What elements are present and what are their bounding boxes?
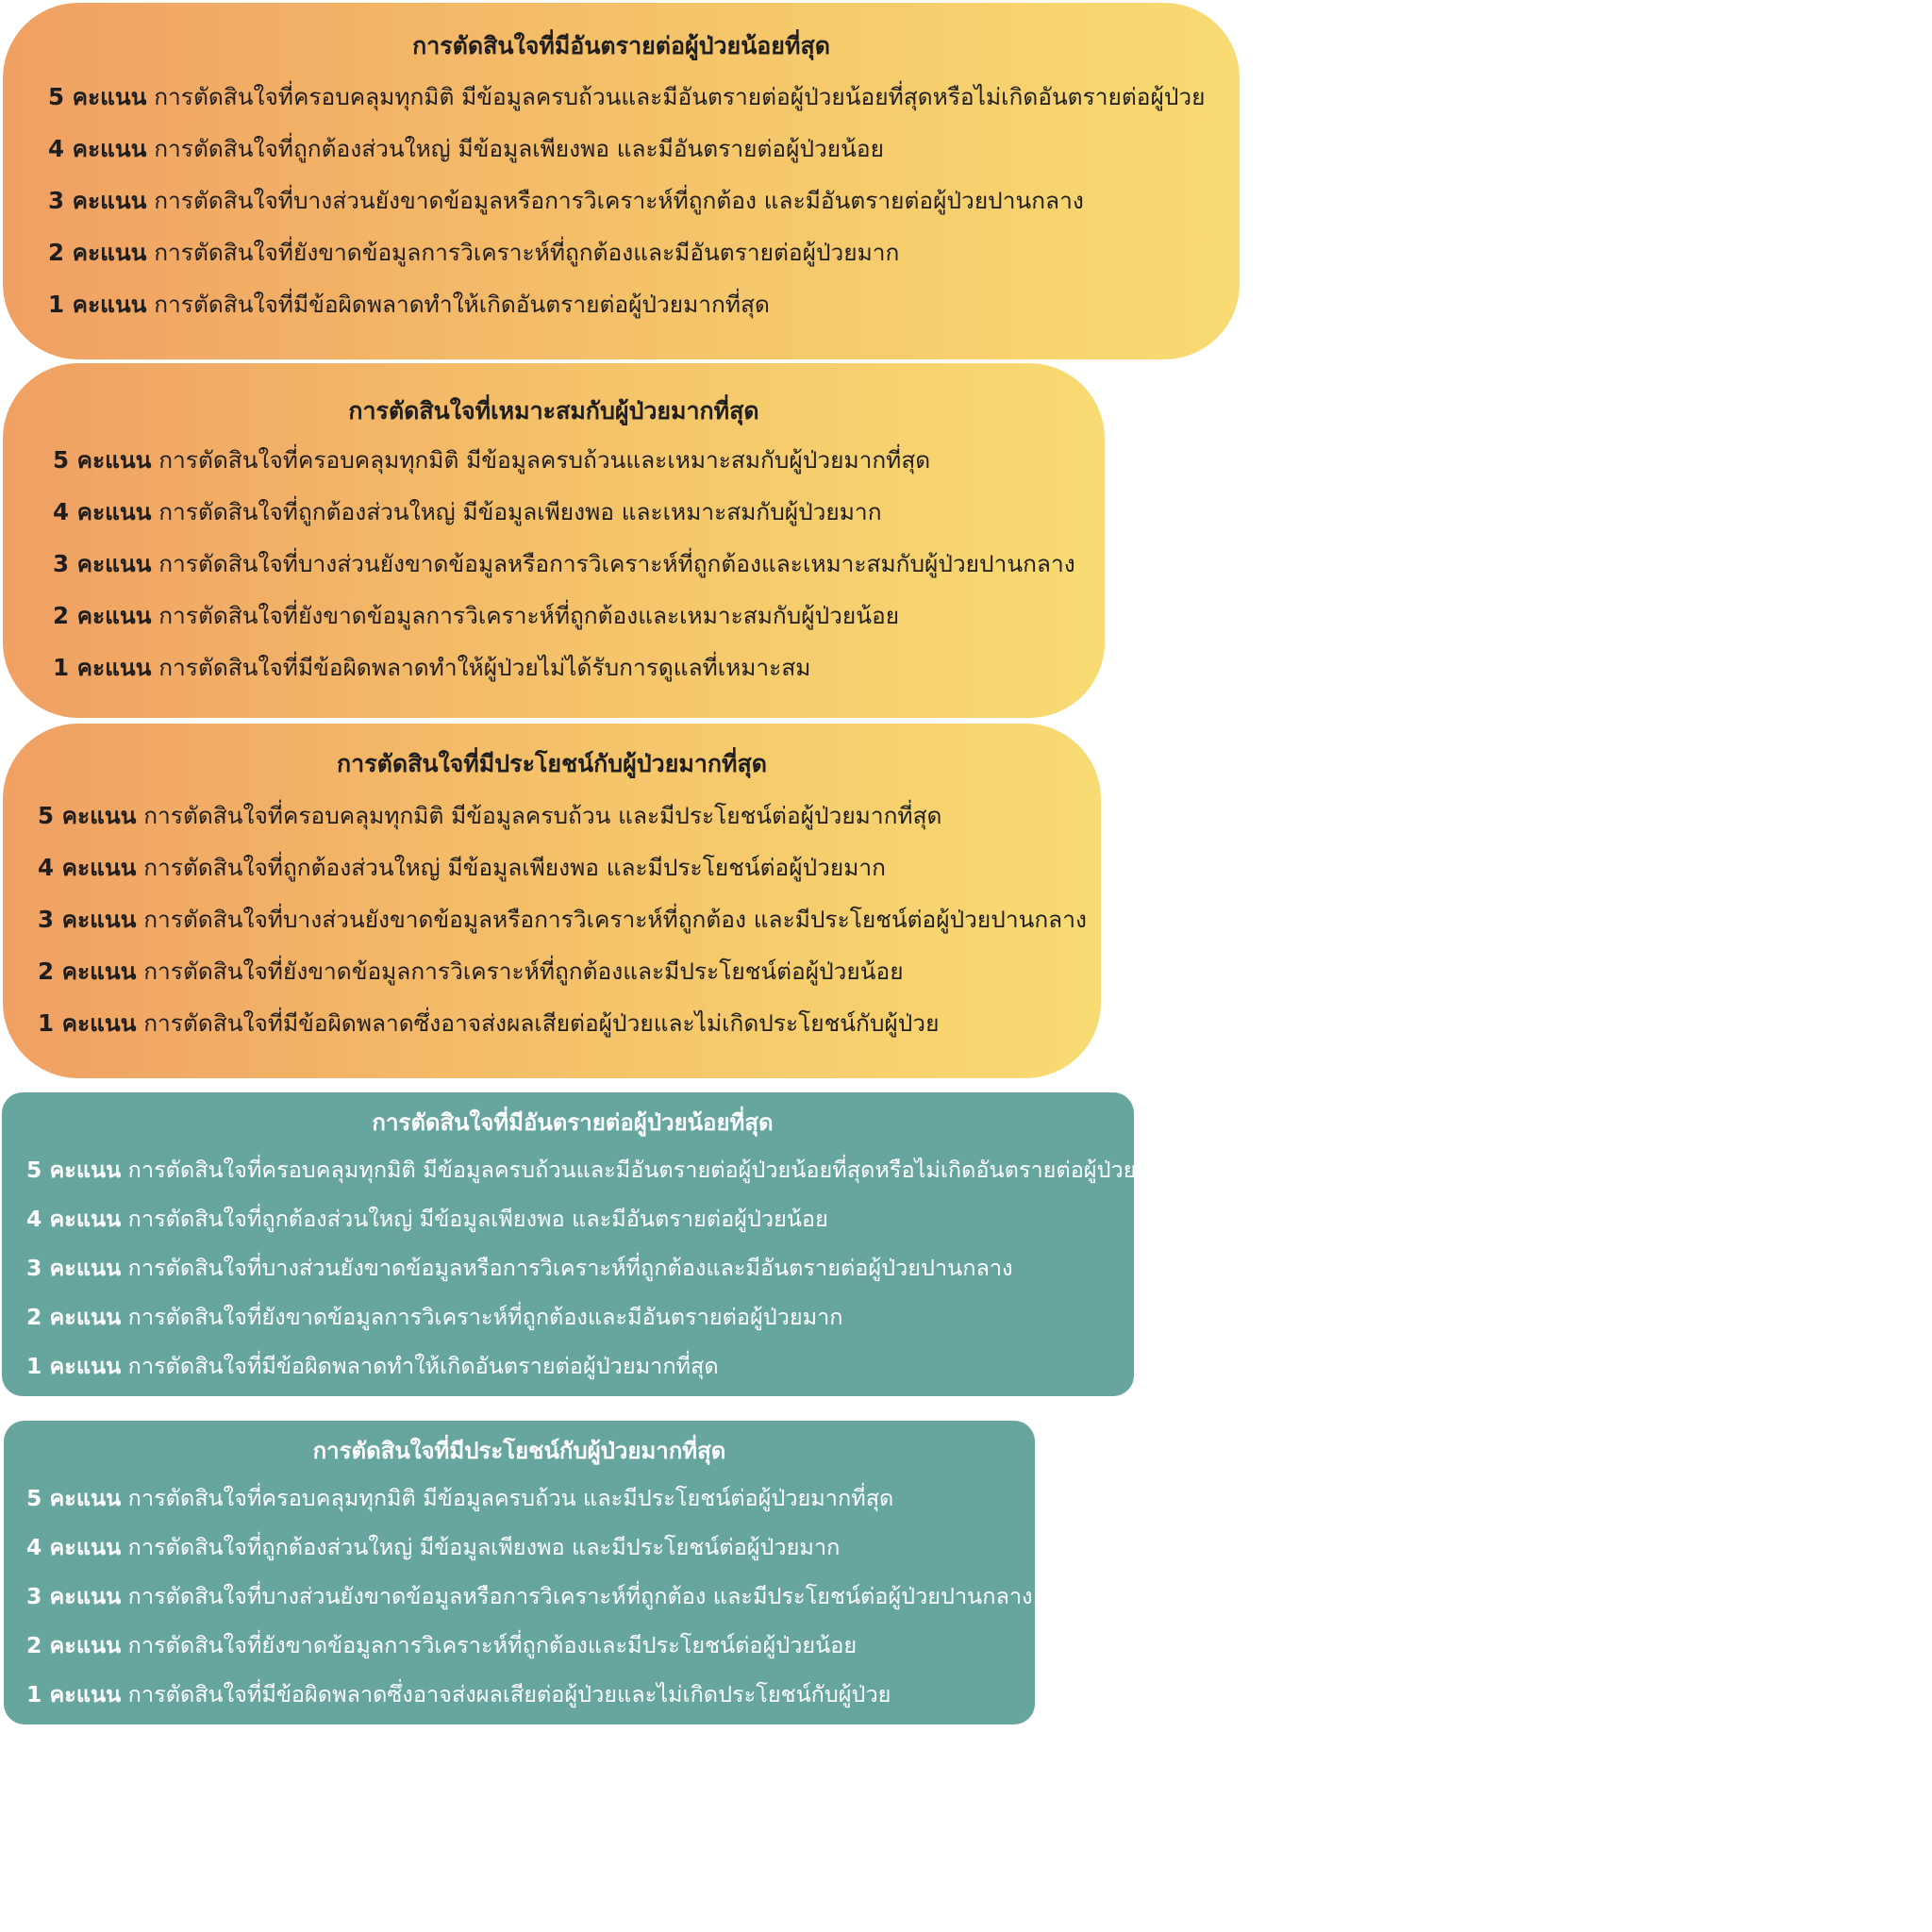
score-description: การตัดสินใจที่ครอบคลุมทุกมิติ มีข้อมูลคร…	[143, 802, 942, 829]
score-description: การตัดสินใจที่ยังขาดข้อมูลการวิเคราะห์ที…	[158, 602, 900, 629]
score-description: การตัดสินใจที่บางส่วนยังขาดข้อมูลหรือการ…	[127, 1255, 1013, 1281]
score-label: 4 คะแนน	[48, 135, 147, 162]
score-row-4: 4 คะแนน การตัดสินใจที่ถูกต้องส่วนใหญ่ มี…	[26, 1202, 828, 1237]
score-label: 3 คะแนน	[38, 906, 137, 933]
score-row-4: 4 คะแนน การตัดสินใจที่ถูกต้องส่วนใหญ่ มี…	[38, 849, 886, 886]
score-row-2: 2 คะแนน การตัดสินใจที่ยังขาดข้อมูลการวิเ…	[53, 597, 899, 634]
score-description: การตัดสินใจที่ครอบคลุมทุกมิติ มีข้อมูลคร…	[127, 1157, 1137, 1183]
score-row-3: 3 คะแนน การตัดสินใจที่บางส่วนยังขาดข้อมู…	[26, 1251, 1013, 1286]
score-description: การตัดสินใจที่ถูกต้องส่วนใหญ่ มีข้อมูลเพ…	[127, 1534, 841, 1560]
score-row-5: 5 คะแนน การตัดสินใจที่ครอบคลุมทุกมิติ มี…	[26, 1481, 893, 1516]
score-row-3: 3 คะแนน การตัดสินใจที่บางส่วนยังขาดข้อมู…	[53, 545, 1075, 582]
criteria-card-most-appropriate: การตัดสินใจที่เหมาะสมกับผู้ป่วยมากที่สุด…	[3, 363, 1105, 718]
score-description: การตัดสินใจที่ยังขาดข้อมูลการวิเคราะห์ที…	[127, 1632, 858, 1658]
criteria-card-most-beneficial-teal: การตัดสินใจที่มีประโยชน์กับผู้ป่วยมากที่…	[4, 1421, 1035, 1724]
score-label: 2 คะแนน	[26, 1632, 122, 1658]
score-description: การตัดสินใจที่บางส่วนยังขาดข้อมูลหรือการ…	[143, 906, 1087, 933]
card-title: การตัดสินใจที่เหมาะสมกับผู้ป่วยมากที่สุด	[348, 397, 759, 425]
score-description: การตัดสินใจที่ถูกต้องส่วนใหญ่ มีข้อมูลเพ…	[154, 135, 884, 162]
score-row-5: 5 คะแนน การตัดสินใจที่ครอบคลุมทุกมิติ มี…	[38, 797, 941, 834]
score-label: 1 คะแนน	[26, 1681, 122, 1707]
score-description: การตัดสินใจที่ครอบคลุมทุกมิติ มีข้อมูลคร…	[127, 1485, 894, 1511]
score-label: 2 คะแนน	[38, 958, 137, 985]
score-label: 4 คะแนน	[38, 854, 137, 881]
score-description: การตัดสินใจที่มีข้อผิดพลาดซึ่งอาจส่งผลเส…	[143, 1009, 940, 1037]
score-label: 2 คะแนน	[53, 602, 152, 629]
score-row-2: 2 คะแนน การตัดสินใจที่ยังขาดข้อมูลการวิเ…	[26, 1628, 857, 1663]
score-row-1: 1 คะแนน การตัดสินใจที่มีข้อผิดพลาดทำให้เ…	[48, 286, 770, 323]
score-label: 1 คะแนน	[38, 1009, 137, 1037]
score-label: 3 คะแนน	[53, 550, 152, 577]
score-description: การตัดสินใจที่ครอบคลุมทุกมิติ มีข้อมูลคร…	[154, 83, 1206, 110]
card-title: การตัดสินใจที่มีอันตรายต่อผู้ป่วยน้อยที่…	[412, 32, 830, 59]
score-description: การตัดสินใจที่ถูกต้องส่วนใหญ่ มีข้อมูลเพ…	[158, 498, 882, 525]
criteria-card-least-harm-teal: การตัดสินใจที่มีอันตรายต่อผู้ป่วยน้อยที่…	[2, 1092, 1136, 1396]
score-label: 2 คะแนน	[48, 239, 147, 266]
score-label: 3 คะแนน	[48, 187, 147, 214]
score-description: การตัดสินใจที่ยังขาดข้อมูลการวิเคราะห์ที…	[143, 958, 904, 985]
score-row-4: 4 คะแนน การตัดสินใจที่ถูกต้องส่วนใหญ่ มี…	[53, 493, 882, 530]
score-description: การตัดสินใจที่มีข้อผิดพลาดทำให้เกิดอันตร…	[154, 291, 770, 318]
score-description: การตัดสินใจที่ถูกต้องส่วนใหญ่ มีข้อมูลเพ…	[127, 1206, 828, 1232]
score-label: 1 คะแนน	[53, 654, 152, 681]
score-row-4: 4 คะแนน การตัดสินใจที่ถูกต้องส่วนใหญ่ มี…	[48, 130, 884, 167]
score-label: 4 คะแนน	[26, 1206, 122, 1232]
score-label: 1 คะแนน	[26, 1353, 122, 1379]
criteria-card-most-beneficial: การตัดสินใจที่มีประโยชน์กับผู้ป่วยมากที่…	[3, 724, 1101, 1078]
score-row-5: 5 คะแนน การตัดสินใจที่ครอบคลุมทุกมิติ มี…	[53, 441, 930, 478]
card-title: การตัดสินใจที่มีประโยชน์กับผู้ป่วยมากที่…	[312, 1438, 726, 1464]
score-description: การตัดสินใจที่บางส่วนยังขาดข้อมูลหรือการ…	[158, 550, 1075, 577]
score-description: การตัดสินใจที่ยังขาดข้อมูลการวิเคราะห์ที…	[154, 239, 900, 266]
score-label: 3 คะแนน	[26, 1583, 122, 1609]
score-label: 2 คะแนน	[26, 1304, 122, 1330]
score-label: 5 คะแนน	[26, 1157, 122, 1183]
score-label: 4 คะแนน	[53, 498, 152, 525]
score-label: 5 คะแนน	[53, 446, 152, 474]
score-description: การตัดสินใจที่ยังขาดข้อมูลการวิเคราะห์ที…	[127, 1304, 843, 1330]
score-label: 5 คะแนน	[48, 83, 147, 110]
score-row-2: 2 คะแนน การตัดสินใจที่ยังขาดข้อมูลการวิเ…	[26, 1300, 843, 1335]
score-description: การตัดสินใจที่มีข้อผิดพลาดซึ่งอาจส่งผลเส…	[127, 1681, 891, 1707]
score-row-1: 1 คะแนน การตัดสินใจที่มีข้อผิดพลาดซึ่งอา…	[26, 1677, 891, 1712]
score-label: 5 คะแนน	[26, 1485, 122, 1511]
criteria-card-least-harm: การตัดสินใจที่มีอันตรายต่อผู้ป่วยน้อยที่…	[3, 3, 1240, 359]
score-row-3: 3 คะแนน การตัดสินใจที่บางส่วนยังขาดข้อมู…	[48, 182, 1084, 219]
score-description: การตัดสินใจที่มีข้อผิดพลาดทำให้ผู้ป่วยไม…	[158, 654, 811, 681]
score-label: 4 คะแนน	[26, 1534, 122, 1560]
score-row-5: 5 คะแนน การตัดสินใจที่ครอบคลุมทุกมิติ มี…	[48, 78, 1206, 115]
score-description: การตัดสินใจที่บางส่วนยังขาดข้อมูลหรือการ…	[154, 187, 1084, 214]
score-row-3: 3 คะแนน การตัดสินใจที่บางส่วนยังขาดข้อมู…	[38, 901, 1087, 938]
score-row-5: 5 คะแนน การตัดสินใจที่ครอบคลุมทุกมิติ มี…	[26, 1153, 1136, 1188]
score-row-4: 4 คะแนน การตัดสินใจที่ถูกต้องส่วนใหญ่ มี…	[26, 1530, 840, 1565]
score-row-1: 1 คะแนน การตัดสินใจที่มีข้อผิดพลาดทำให้เ…	[26, 1349, 719, 1384]
card-title: การตัดสินใจที่มีอันตรายต่อผู้ป่วยน้อยที่…	[372, 1109, 774, 1136]
score-row-3: 3 คะแนน การตัดสินใจที่บางส่วนยังขาดข้อมู…	[26, 1579, 1033, 1614]
score-row-1: 1 คะแนน การตัดสินใจที่มีข้อผิดพลาดทำให้ผ…	[53, 649, 810, 686]
score-description: การตัดสินใจที่ถูกต้องส่วนใหญ่ มีข้อมูลเพ…	[143, 854, 886, 881]
score-label: 1 คะแนน	[48, 291, 147, 318]
score-description: การตัดสินใจที่ครอบคลุมทุกมิติ มีข้อมูลคร…	[158, 446, 931, 474]
score-description: การตัดสินใจที่มีข้อผิดพลาดทำให้เกิดอันตร…	[127, 1353, 719, 1379]
score-label: 5 คะแนน	[38, 802, 137, 829]
score-row-1: 1 คะแนน การตัดสินใจที่มีข้อผิดพลาดซึ่งอา…	[38, 1005, 939, 1041]
card-title: การตัดสินใจที่มีประโยชน์กับผู้ป่วยมากที่…	[337, 750, 767, 777]
score-label: 3 คะแนน	[26, 1255, 122, 1281]
score-row-2: 2 คะแนน การตัดสินใจที่ยังขาดข้อมูลการวิเ…	[48, 234, 899, 271]
score-description: การตัดสินใจที่บางส่วนยังขาดข้อมูลหรือการ…	[127, 1583, 1033, 1609]
score-row-2: 2 คะแนน การตัดสินใจที่ยังขาดข้อมูลการวิเ…	[38, 953, 904, 990]
